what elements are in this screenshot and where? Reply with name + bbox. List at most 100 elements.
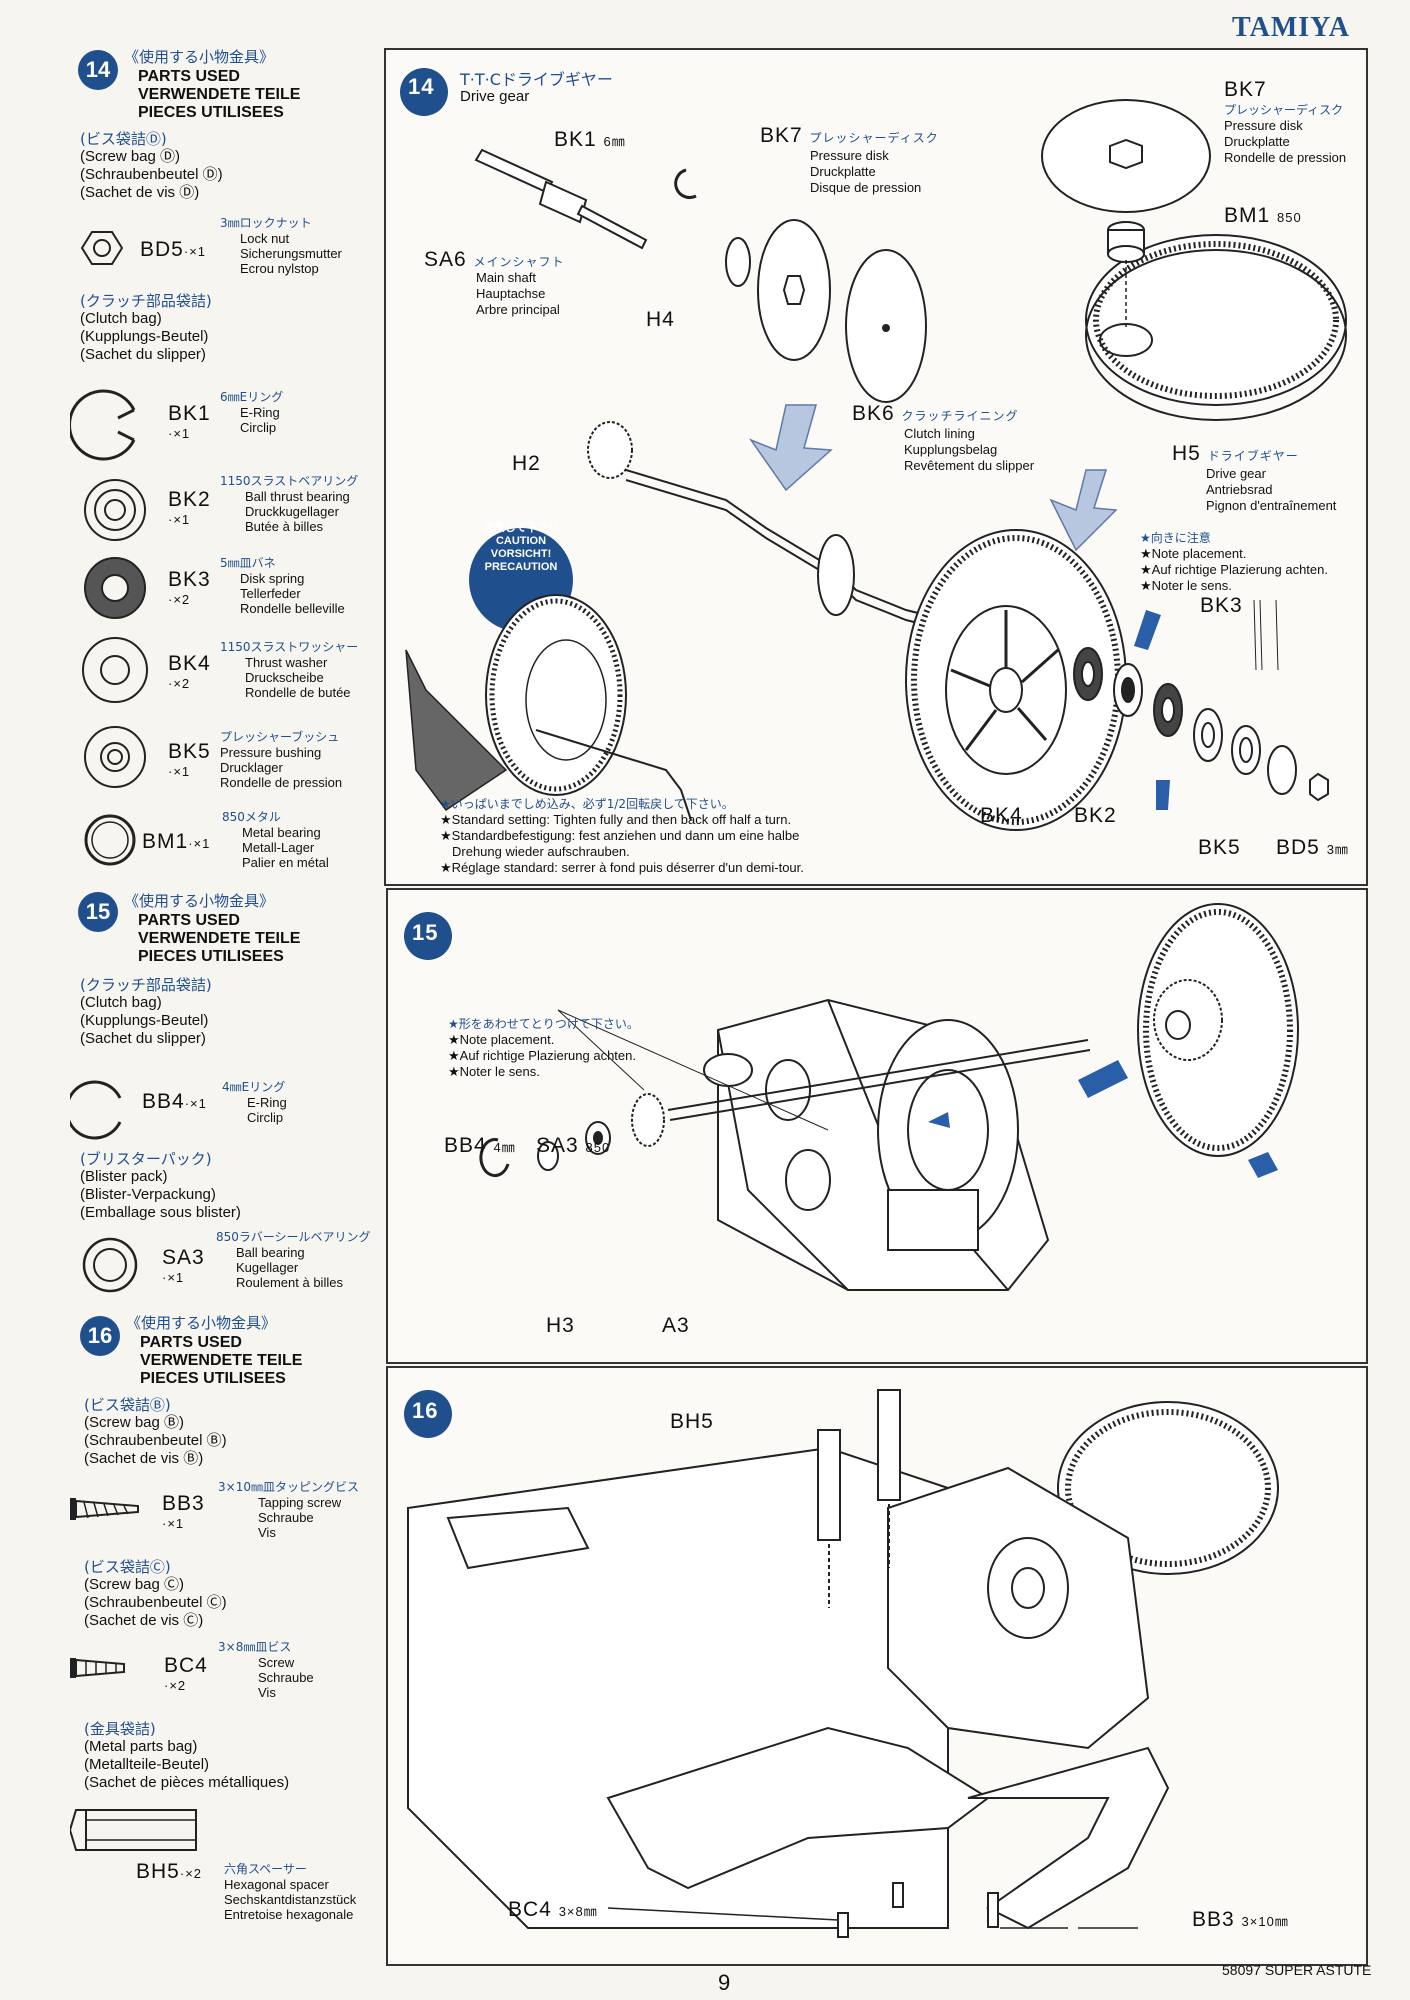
step-14-panel: 14 T·T·Cドライブギヤー Drive gear BK1 6㎜ BK7 プレ… xyxy=(384,48,1368,886)
screw-bag-c: (ビス袋詰Ⓒ) (Screw bag Ⓒ)(Schraubenbeutel Ⓒ)… xyxy=(84,1558,227,1629)
assembly-arrow-2 xyxy=(1049,469,1118,552)
gearbox-diagram xyxy=(404,903,1299,1291)
clutch-bag-15: (クラッチ部品袋詰) (Clutch bag)(Kupplungs-Beutel… xyxy=(80,976,212,1047)
label-bk1: BK1 6㎜ xyxy=(554,128,626,151)
pressure-bushing-icon xyxy=(84,726,146,788)
bb4-desc: 4㎜Eリング E-Ring Circlip xyxy=(222,1080,287,1125)
clutch-bag-14: (クラッチ部品袋詰) (Clutch bag)(Kupplungs-Beutel… xyxy=(80,292,212,363)
bh5-desc: 六角スペーサー Hexagonal spacer Sechskantdistan… xyxy=(224,1862,357,1922)
label-bk6: BK6 クラッチライニング xyxy=(852,402,1019,425)
label-h5: H5 ドライブギヤー xyxy=(1172,442,1299,465)
bh5-code: BH5·×2 xyxy=(136,1860,203,1883)
bm1-desc: 850メタル Metal bearing Metall-Lager Palier… xyxy=(222,810,329,870)
e-ring-icon xyxy=(70,389,136,461)
screws-16 xyxy=(837,1882,999,1938)
label-bc4: BC4 3×8㎜ xyxy=(508,1898,598,1921)
panel-14-badge: 14 xyxy=(408,74,435,99)
metal-bearing-icon xyxy=(84,814,136,866)
label-bb3: BB3 3×10㎜ xyxy=(1192,1908,1289,1931)
spline-h2 xyxy=(587,421,633,479)
gearbox-housing xyxy=(703,998,1050,1291)
parts-icons xyxy=(70,231,197,1851)
bk2-code: BK2·×1 xyxy=(168,488,211,527)
ball-bearing-icon xyxy=(82,1237,138,1293)
chassis-diagram xyxy=(404,1389,1279,1938)
label-bk7-top: BK7 xyxy=(1224,78,1267,101)
sa3-code: SA3·×1 xyxy=(162,1246,205,1285)
bk5-code: BK5·×1 xyxy=(168,740,211,779)
gearbox-16 xyxy=(887,1466,1150,1750)
panel-14-title-en: Drive gear xyxy=(460,88,530,105)
label-bm1: BM1 850 xyxy=(1224,204,1302,227)
panel-14-title-jp: T·T·Cドライブギヤー xyxy=(460,70,613,89)
sa3-desc: 850ラバーシールベアリング Ball bearing Kugellager R… xyxy=(216,1230,371,1290)
thrust-bearing-icon xyxy=(84,479,146,541)
bb4-code: BB4·×1 xyxy=(142,1090,207,1113)
screw-bag-d: (ビス袋詰Ⓓ) (Screw bag Ⓓ)(Schraubenbeutel Ⓓ)… xyxy=(80,130,223,201)
bc4-code: BC4·×2 xyxy=(164,1654,208,1693)
collet-a3 xyxy=(631,1093,665,1147)
step-16-panel: 16 BH5 BC4 3×8㎜ BB3 3×10㎜ xyxy=(386,1366,1368,1966)
label-bk7: BK7 プレッシャーディスク xyxy=(760,124,939,147)
label-bk4: BK4 xyxy=(980,804,1023,827)
gear-left xyxy=(405,594,692,821)
label-bb4: BB4 4㎜ xyxy=(444,1134,516,1157)
label-h2: H2 xyxy=(512,452,541,475)
bk4-desc: 1150スラストワッシャー Thrust washer Druckscheibe… xyxy=(220,640,359,700)
thrust-washer-icon xyxy=(82,637,148,703)
kit-number: 58097 SUPER ASTUTE xyxy=(1222,1962,1372,1978)
grease-tube-15a xyxy=(1078,1060,1128,1098)
bk3-code: BK3·×2 xyxy=(168,568,211,607)
e-ring-bb4 xyxy=(479,1138,510,1178)
screw-bag-b: (ビス袋詰Ⓑ) (Screw bag Ⓑ)(Schraubenbeutel Ⓑ)… xyxy=(84,1396,227,1467)
bc4-desc: 3×8㎜皿ビス Screw Schraube Vis xyxy=(218,1640,314,1700)
parts-used-jp-16: 《使用する小物金具》 xyxy=(126,1314,277,1332)
bb3-desc: 3×10㎜皿タッピングビス Tapping screw Schraube Vis xyxy=(218,1480,359,1540)
screw-icon xyxy=(70,1658,125,1678)
label-a3: A3 xyxy=(662,1314,690,1337)
bk2-desc: 1150スラストベアリング Ball thrust bearing Druckk… xyxy=(220,474,359,534)
label-bk5: BK5 xyxy=(1198,836,1241,859)
bk4-code: BK4·×2 xyxy=(168,652,211,691)
bd5-desc: 3㎜ロックナット Lock nut Sicherungsmutter Ecrou… xyxy=(220,216,342,276)
blister-pack: (ブリスターパック) (Blister pack)(Blister-Verpac… xyxy=(80,1150,241,1221)
label-sa3: SA3 850 xyxy=(536,1134,611,1157)
label-h4: H4 xyxy=(646,308,675,331)
bb3-code: BB3·×1 xyxy=(162,1492,205,1531)
label-bk3: BK3 xyxy=(1200,594,1243,617)
hex-spacer-icon xyxy=(70,1809,197,1851)
panel-16-badge: 16 xyxy=(412,1398,439,1423)
panel-15-badge: 15 xyxy=(412,920,439,945)
spur-gear xyxy=(1137,903,1299,1157)
drive-gear-diagram xyxy=(400,68,1347,831)
grease-tube-1 xyxy=(1134,610,1161,650)
placement-note-15: ★形をあわせてとりつけて下さい。★Note placement.★Auf ric… xyxy=(448,1017,639,1079)
step-15-panel: 15 ★形をあわせてとりつけて下さい。★Note placement.★Auf … xyxy=(386,888,1368,1364)
grease-tube-15b xyxy=(1248,1152,1278,1178)
brand-logo: TAMIYA xyxy=(1232,12,1351,43)
page-number: 9 xyxy=(718,1970,731,1995)
step-16-badge: 16 xyxy=(80,1316,120,1356)
metal-parts-bag: (金具袋詰) (Metal parts bag)(Metallteile-Beu… xyxy=(84,1720,290,1791)
tapping-screw-icon xyxy=(70,1498,139,1520)
bd5-code: BD5·×1 xyxy=(140,238,207,261)
label-bh5: BH5 xyxy=(670,1410,714,1433)
label-sa6: SA6 メインシャフト xyxy=(424,248,565,271)
drive-gear-top xyxy=(1041,99,1347,421)
wrench xyxy=(405,649,508,812)
label-h3: H3 xyxy=(546,1314,575,1337)
standard-setting-note: ★いっぱいまでしめ込み、必ず1/2回転戻して下さい。 ★Standard set… xyxy=(440,797,804,875)
bm1-code: BM1·×1 xyxy=(142,830,211,853)
suspension-arm xyxy=(606,1726,990,1890)
step-14-badge: 14 xyxy=(78,50,118,90)
washer-stack xyxy=(1073,599,1329,802)
grease-tube-2 xyxy=(1156,780,1170,810)
